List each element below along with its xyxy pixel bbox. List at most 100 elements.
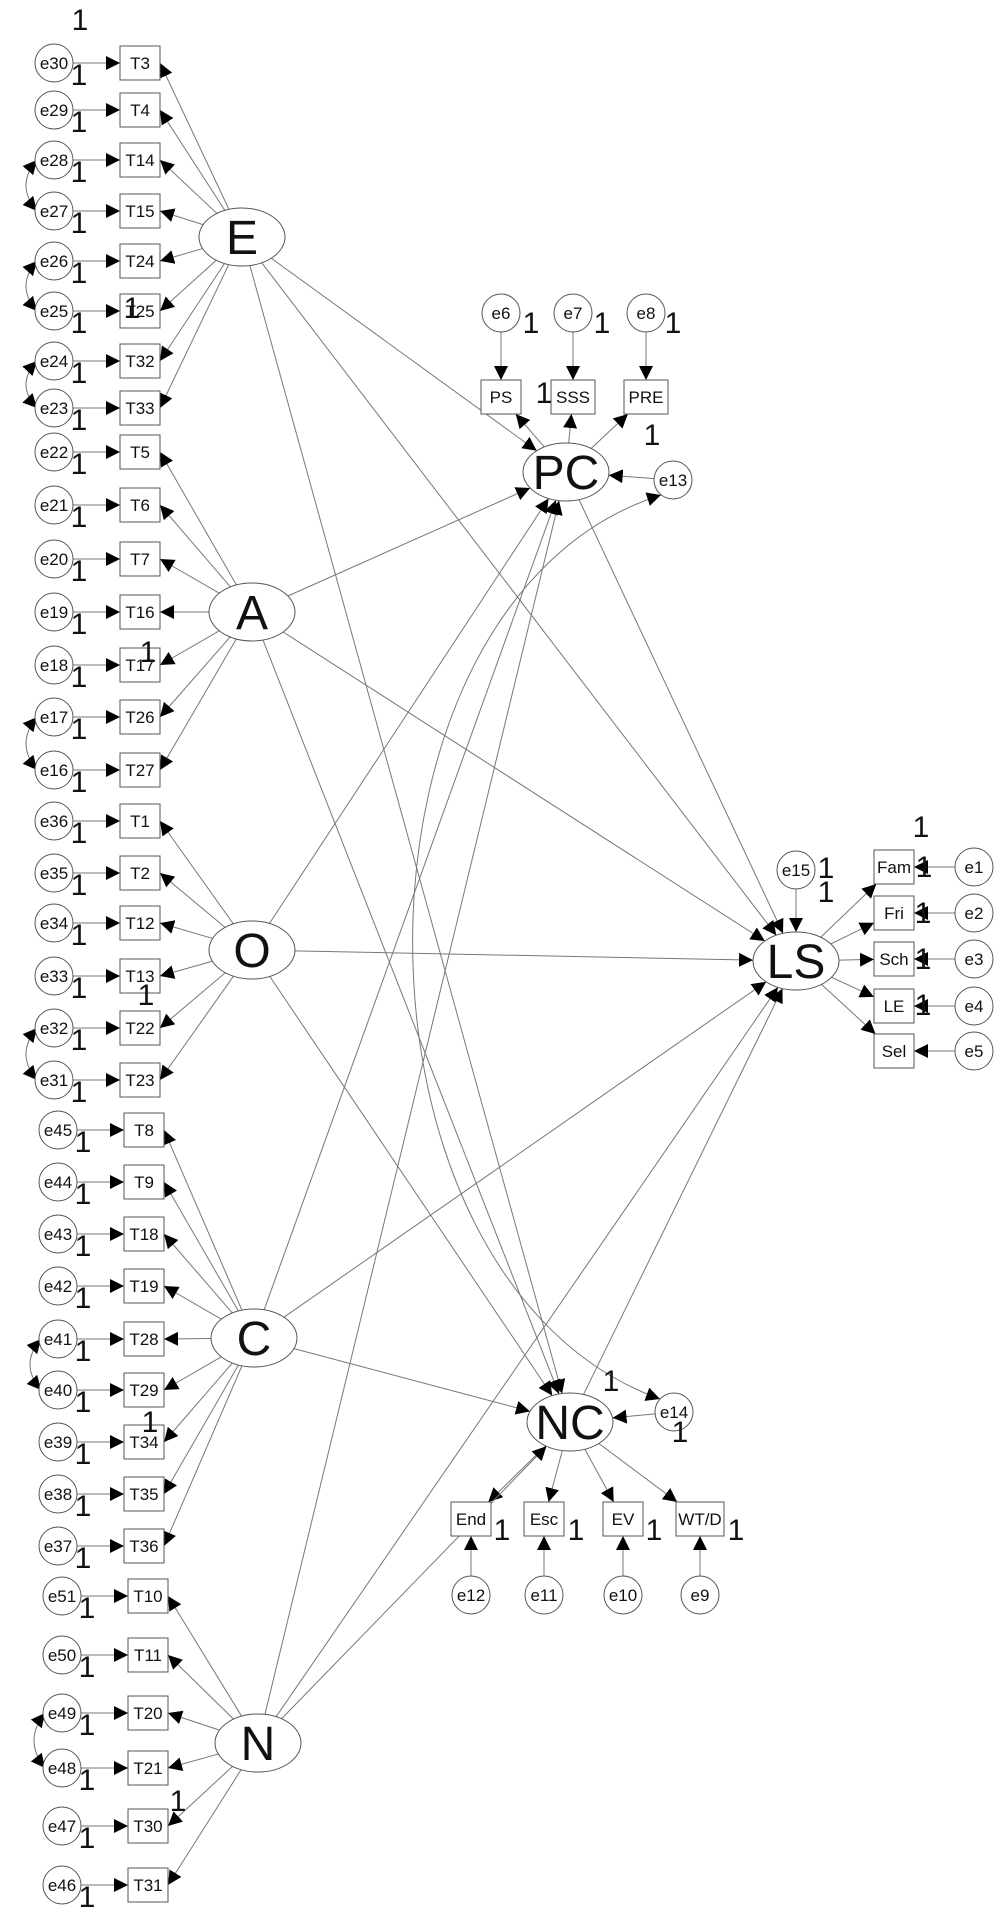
loading-path-e-t15 [159, 208, 204, 226]
latent-ls [752, 931, 840, 991]
indicator-label-t1: T1 [130, 812, 150, 831]
loading-path-nc-ev [584, 1448, 615, 1503]
indicator-label-t23: T23 [125, 1071, 154, 1090]
loading-path-ls-fam [820, 883, 877, 938]
error-circle-e5 [954, 1031, 994, 1071]
error-circle-e21 [34, 485, 74, 525]
error-label-e5: e5 [965, 1042, 984, 1061]
indicator-box-t24 [119, 243, 161, 279]
indicator-label-t12: T12 [125, 914, 154, 933]
structural-path-o-pc [268, 498, 550, 924]
indicator-label-t33: T33 [125, 399, 154, 418]
latent-label-nc: NC [535, 1397, 604, 1450]
indicator-box-t14 [119, 142, 161, 178]
error-circle-e16 [34, 750, 74, 790]
error-circle-e27 [34, 191, 74, 231]
covariance-e17-e16 [22, 716, 38, 771]
fixed-one-e38: 1 [75, 1490, 92, 1523]
indicator-label-t9: T9 [134, 1173, 154, 1192]
indicator-label-t10: T10 [133, 1587, 162, 1606]
error-circle-e40 [38, 1370, 78, 1410]
structural-path-o-nc [269, 976, 553, 1396]
indicator-box-esc [523, 1501, 565, 1537]
structural-path-pc-ls [578, 499, 784, 934]
error-label-e41: e41 [44, 1330, 72, 1349]
fixed-one-e9: 1 [728, 1514, 745, 1547]
error-circle-e39 [38, 1422, 78, 1462]
structural-path-c-ls [283, 981, 767, 1318]
error-circle-e42 [38, 1266, 78, 1306]
structural-path-c-pc [263, 500, 558, 1310]
indicator-box-t9 [123, 1164, 165, 1200]
fixed-one-loading-ls-disturbance: 1 [818, 876, 835, 909]
indicator-label-le: LE [884, 997, 905, 1016]
fixed-one-e15: 1 [818, 852, 835, 885]
latent-o [208, 920, 296, 980]
indicator-label-t28: T28 [129, 1330, 158, 1349]
structural-path-n-nc [281, 1445, 547, 1720]
fixed-one-loading-e-t25: 1 [124, 292, 141, 325]
indicator-box-le [873, 988, 915, 1024]
fixed-one-e48: 1 [79, 1764, 96, 1797]
indicator-box-t1 [119, 803, 161, 839]
fixed-one-loading-c-t34: 1 [142, 1406, 159, 1439]
fixed-one-e49: 1 [79, 1709, 96, 1742]
structural-path-n-pc [264, 500, 563, 1715]
fixed-one-e42: 1 [75, 1282, 92, 1315]
error-circle-e1 [954, 847, 994, 887]
loading-path-n-t11 [167, 1654, 234, 1720]
indicator-label-t17: T17 [125, 656, 154, 675]
error-circle-e47 [42, 1806, 82, 1846]
latent-pc [522, 442, 610, 502]
indicator-box-t10 [127, 1578, 169, 1614]
error-circle-e45 [38, 1110, 78, 1150]
fixed-one-e14: 1 [603, 1365, 620, 1398]
indicator-box-t13 [119, 958, 161, 994]
error-label-e25: e25 [40, 302, 68, 321]
loading-path-n-t31 [167, 1769, 242, 1886]
error-circle-e48 [42, 1748, 82, 1788]
indicator-label-t21: T21 [133, 1759, 162, 1778]
error-label-e47: e47 [48, 1817, 76, 1836]
indicator-box-t32 [119, 343, 161, 379]
indicator-box-t2 [119, 855, 161, 891]
loading-path-e-t14 [159, 159, 218, 214]
error-label-e32: e32 [40, 1019, 68, 1038]
fixed-one-e24: 1 [71, 357, 88, 390]
indicator-label-t30: T30 [133, 1817, 162, 1836]
indicator-label-t24: T24 [125, 252, 154, 271]
error-circle-e32 [34, 1008, 74, 1048]
error-circle-e50 [42, 1635, 82, 1675]
fixed-one-e2: 1 [915, 897, 932, 930]
latent-label-pc: PC [533, 447, 600, 500]
indicator-box-end [450, 1501, 492, 1537]
indicator-box-sss [550, 379, 596, 415]
fixed-parameter-labels-layer: 1111111111111111111111111111111111111111… [71, 4, 933, 1912]
error-label-e33: e33 [40, 967, 68, 986]
indicator-label-esc: Esc [530, 1510, 559, 1529]
fixed-one-e37: 1 [75, 1542, 92, 1575]
loading-path-e-t4 [159, 109, 226, 211]
latent-label-n: N [241, 1718, 276, 1771]
fixed-one-e39: 1 [75, 1438, 92, 1471]
error-circle-e37 [38, 1526, 78, 1566]
error-circle-e19 [34, 592, 74, 632]
error-label-e11: e11 [530, 1586, 557, 1605]
error-label-e16: e16 [40, 761, 68, 780]
indicator-box-t25 [119, 293, 161, 329]
indicator-label-t22: T22 [125, 1019, 154, 1038]
structural-path-a-nc [262, 639, 561, 1395]
fixed-one-e21: 1 [71, 501, 88, 534]
fixed-one-loading-e-t3: 1 [72, 4, 89, 37]
loading-path-o-t22 [159, 972, 226, 1029]
error-circle-e29 [34, 90, 74, 130]
structural-path-c-nc [293, 1348, 531, 1415]
fixed-one-e43: 1 [75, 1230, 92, 1263]
error-label-e24: e24 [40, 352, 68, 371]
structural-path-a-pc [287, 487, 531, 597]
indicator-label-t16: T16 [125, 603, 154, 622]
fixed-one-e28: 1 [71, 156, 88, 189]
loading-path-a-t26 [159, 636, 231, 718]
loading-path-n-t21 [167, 1753, 219, 1771]
error-circle-e2 [954, 893, 994, 933]
